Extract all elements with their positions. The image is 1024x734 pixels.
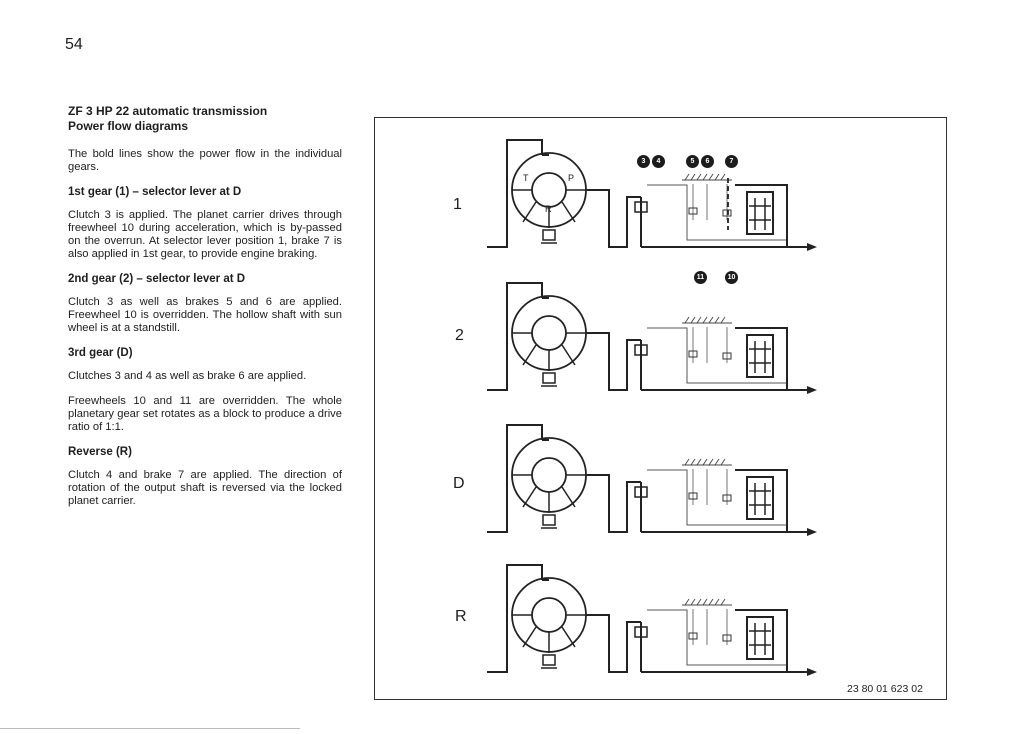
heading-first-gear: 1st gear (1) – selector lever at D: [68, 186, 242, 198]
converter-label-reactor: R: [545, 204, 552, 214]
converter-label-turbine: T: [523, 173, 529, 183]
section-title: ZF 3 HP 22 automatic transmission Power …: [68, 104, 342, 134]
title-line-1: ZF 3 HP 22 automatic transmission: [68, 104, 268, 118]
row-label-1: 1: [453, 196, 462, 213]
text-column: ZF 3 HP 22 automatic transmission Power …: [68, 104, 342, 522]
callout-5: 5: [686, 155, 699, 168]
diagram-frame: [374, 117, 947, 700]
heading-second-gear: 2nd gear (2) – selector lever at D: [68, 273, 246, 285]
paragraph-first-gear: Clutch 3 is applied. The planet carrier …: [68, 209, 342, 260]
page-edge-line: [0, 728, 300, 729]
callout-7: 7: [725, 155, 738, 168]
figure-code: 23 80 01 623 02: [847, 683, 923, 695]
paragraph-third-gear-a: Clutches 3 and 4 as well as brake 6 are …: [68, 370, 307, 382]
heading-third-gear: 3rd gear (D): [68, 347, 133, 359]
heading-reverse: Reverse (R): [68, 446, 132, 458]
paragraph-third-gear-b: Freewheels 10 and 11 are overridden. The…: [68, 395, 342, 433]
converter-label-pump: P: [568, 173, 574, 183]
intro-paragraph: The bold lines show the power flow in th…: [68, 148, 342, 173]
title-line-2: Power flow diagrams: [68, 119, 189, 133]
paragraph-reverse: Clutch 4 and brake 7 are applied. The di…: [68, 469, 342, 507]
diagram-gear-r: [486, 564, 818, 677]
diagram-gear-d: [486, 424, 818, 537]
callout-10: 10: [725, 271, 738, 284]
callout-11: 11: [694, 271, 707, 284]
row-label-r: R: [455, 608, 467, 625]
row-label-d: D: [453, 475, 465, 492]
paragraph-second-gear: Clutch 3 as well as brakes 5 and 6 are a…: [68, 296, 342, 334]
diagram-gear-1: [486, 139, 818, 252]
callout-3: 3: [637, 155, 650, 168]
page-number: 54: [65, 36, 83, 53]
row-label-2: 2: [455, 327, 464, 344]
diagram-gear-2: [486, 282, 818, 395]
callout-6: 6: [701, 155, 714, 168]
callout-4: 4: [652, 155, 665, 168]
